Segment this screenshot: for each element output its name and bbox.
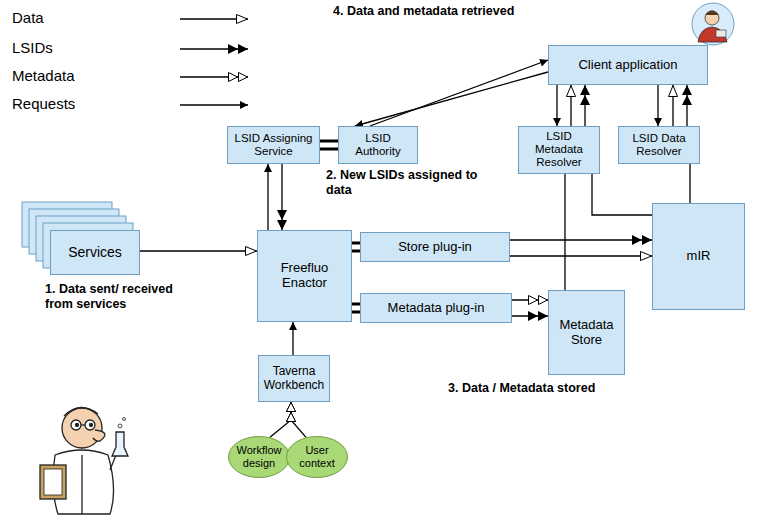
node-text: Freefluo Enactor (262, 261, 347, 291)
authority-box: LSID Authority (338, 126, 418, 164)
node-text: Store plug-in (398, 240, 472, 255)
input-ellipse: Workflow design (228, 436, 290, 478)
flow-arrow (267, 164, 268, 230)
step-label: 1. Data sent/ received from services (45, 282, 195, 312)
flow-arrow (512, 315, 548, 316)
flow-arrow (355, 72, 548, 126)
client-box: Client application (548, 45, 708, 85)
node-text: LSID Assigning Service (232, 132, 315, 158)
node-text: Metadata Store (553, 318, 620, 348)
enactor-box: Freefluo Enactor (257, 230, 352, 322)
flow-arrow (584, 85, 585, 126)
flow-arrow (592, 174, 652, 215)
flow-arrow (564, 174, 565, 290)
node-text: User context (290, 444, 344, 469)
flow-arrow (689, 164, 690, 203)
node-text: LSID Authority (343, 132, 413, 158)
flow-arrow (270, 402, 291, 437)
plugin-box: Store plug-in (360, 232, 510, 262)
flow-arrow (510, 239, 652, 240)
flow-arrow (672, 85, 673, 126)
store-box: Metadata Store (548, 290, 625, 375)
scientist-figure (40, 407, 128, 514)
node-text: LSID Data Resolver (623, 132, 695, 158)
flow-arrow (510, 255, 652, 256)
node-text: LSID Metadata Resolver (523, 130, 595, 170)
resolver-box: LSID Metadata Resolver (518, 126, 600, 174)
flow-arrow (570, 85, 571, 126)
node-text: Client application (578, 58, 677, 73)
flow-arrow (140, 250, 257, 251)
legend-text: Metadata (12, 67, 75, 84)
step-label: 2. New LSIDs assigned to data (326, 168, 496, 198)
interface-bars (352, 304, 360, 312)
flow-arrow (512, 299, 548, 300)
node-text: Metadata plug-in (388, 301, 485, 316)
legend-text: Requests (12, 95, 75, 112)
workbench-box: Taverna Workbench (258, 355, 330, 402)
node-text: Taverna Workbench (263, 365, 325, 393)
legend-samples (180, 19, 248, 105)
service-box: LSID Assigning Service (227, 126, 320, 164)
flow-arrow (370, 60, 548, 126)
legend-text: LSIDs (12, 39, 53, 56)
user-icon (692, 3, 734, 45)
flow-arrow (686, 85, 687, 126)
interface-bars (320, 141, 338, 149)
step-label: 4. Data and metadata retrieved (333, 4, 533, 19)
flow-arrow (292, 322, 293, 355)
node-text: mIR (687, 249, 711, 264)
flow-arrow (657, 85, 658, 126)
repository-box: mIR (652, 203, 745, 310)
flow-arrow (281, 164, 282, 230)
resolver-box: LSID Data Resolver (618, 126, 700, 164)
flow-arrow (556, 85, 557, 126)
interface-bars (352, 243, 360, 251)
node-text: Workflow design (232, 444, 286, 469)
service-box: Services (50, 230, 140, 275)
plugin-box: Metadata plug-in (360, 293, 512, 323)
legend-text: Data (12, 9, 44, 26)
flow-arrow (291, 402, 306, 437)
step-label: 3. Data / Metadata stored (448, 381, 668, 396)
input-ellipse: User context (286, 436, 348, 478)
node-text: Services (68, 244, 122, 260)
